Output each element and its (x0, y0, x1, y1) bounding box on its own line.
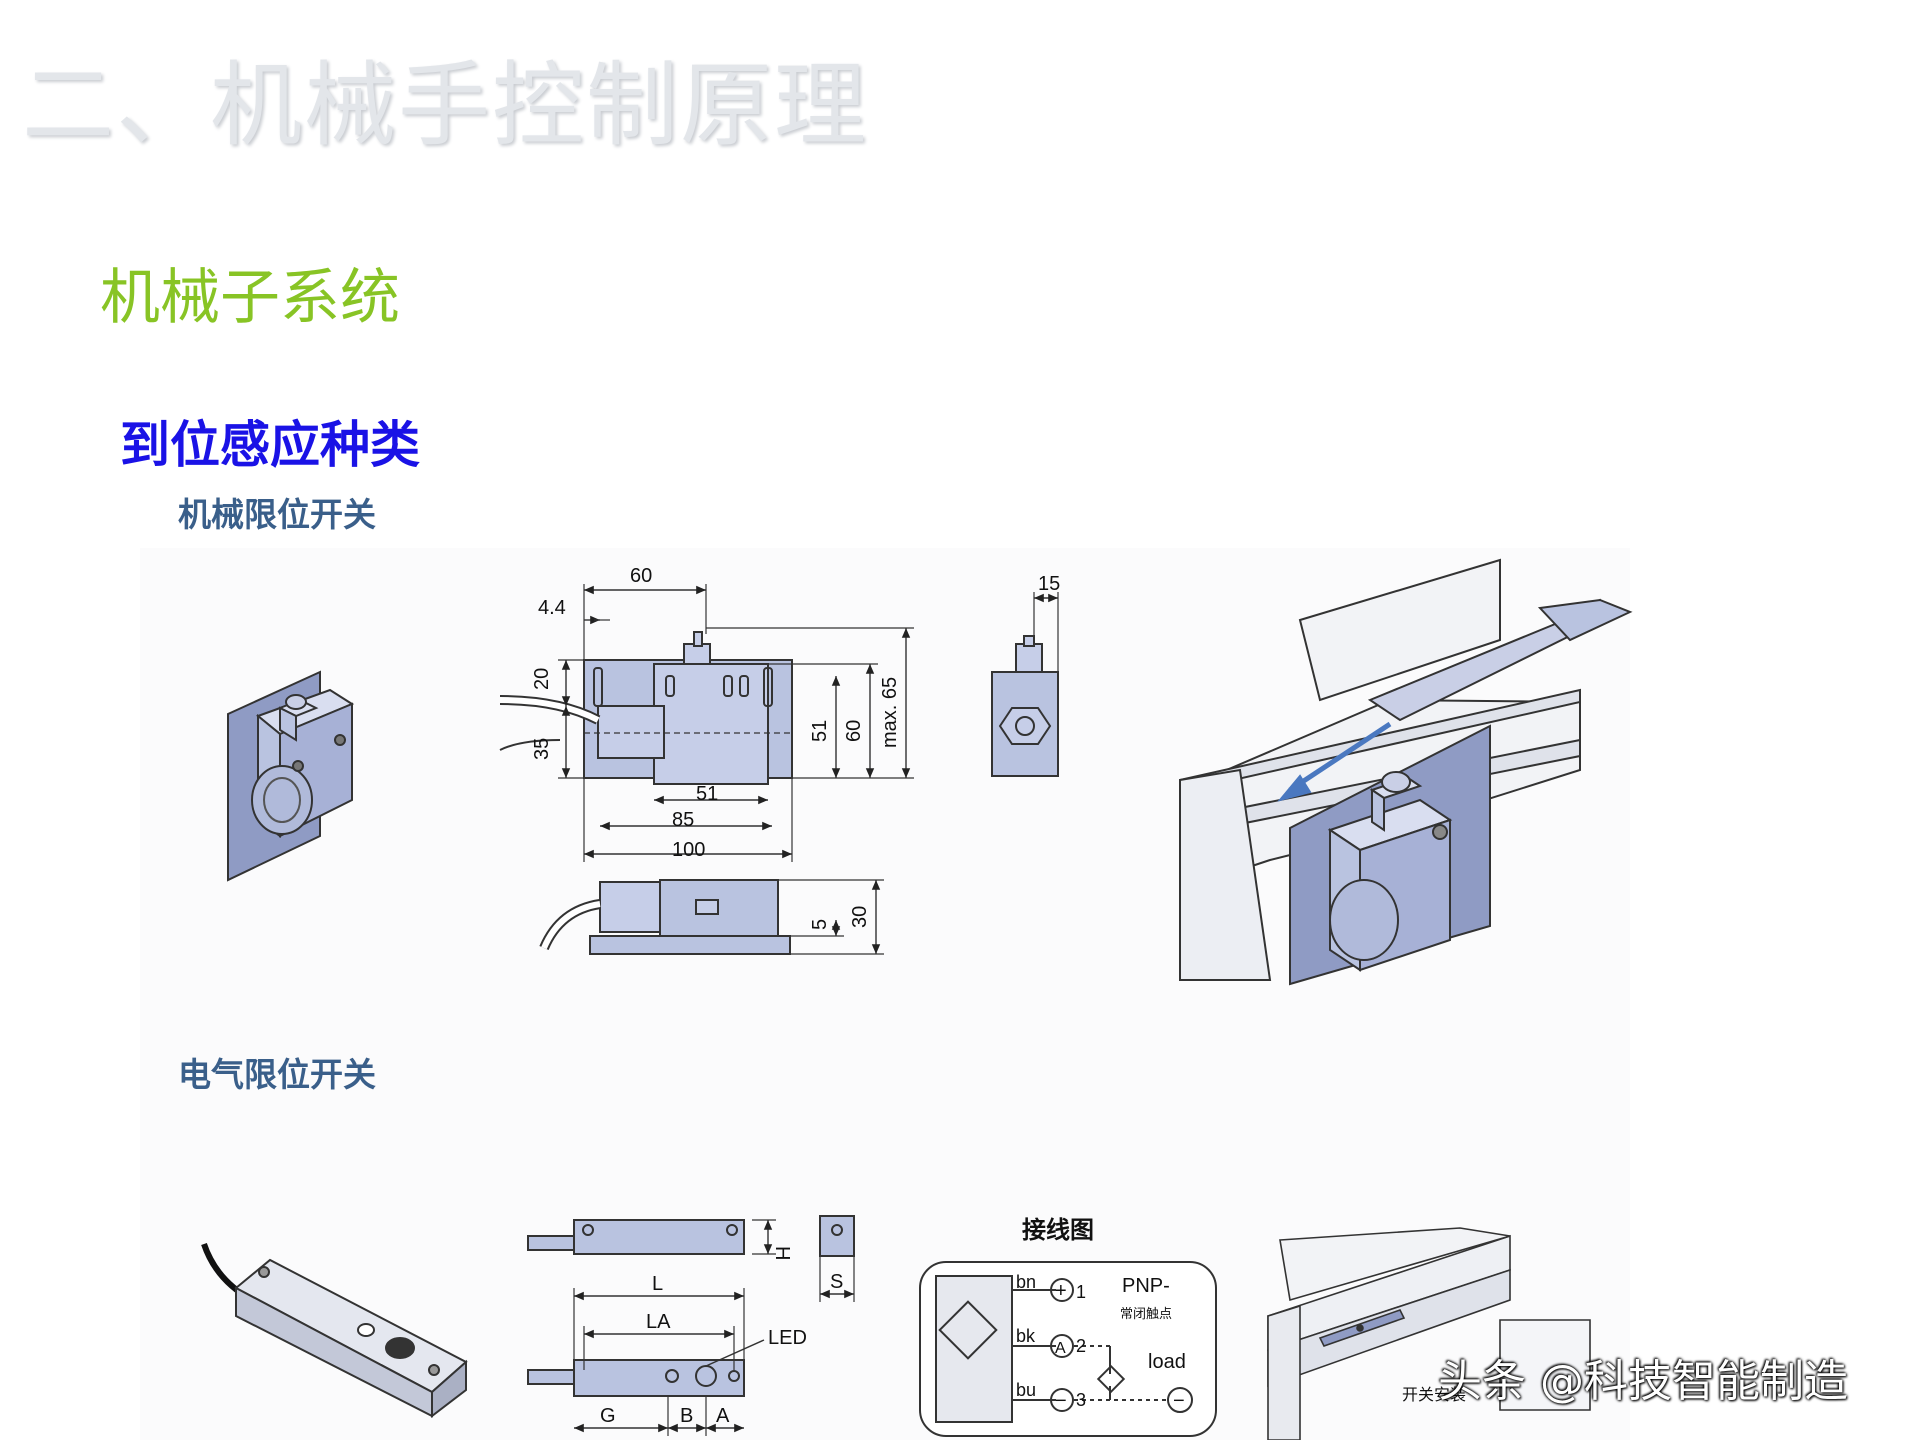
dim-100: 100 (672, 839, 705, 861)
wiring-diagram (919, 1261, 1217, 1437)
dim-15: 15 (1038, 573, 1060, 595)
dim-4-4: 4.4 (538, 597, 566, 619)
dim-85: 85 (672, 809, 694, 831)
pnp-label: PNP- (1122, 1275, 1170, 1297)
dim-20: 20 (531, 668, 553, 690)
dim-60-vertical: 60 (843, 720, 865, 742)
a-symbol: A (1055, 1340, 1066, 1357)
elec-install-illustration (1267, 1227, 1591, 1440)
dim-max-65: max. 65 (879, 677, 901, 748)
mechanical-limit-switch-label: 机械限位开关 (178, 495, 376, 534)
dim-L: L (652, 1273, 663, 1295)
elec-sensor-iso (201, 1243, 468, 1419)
dim-H: H (771, 1246, 793, 1260)
dim-5: 5 (809, 919, 831, 930)
load-label: load (1148, 1351, 1186, 1373)
wire-bn: bn (1016, 1272, 1036, 1292)
electrical-limit-switch-label: 电气限位开关 (178, 1055, 376, 1094)
contact-label: 常闭触点 (1120, 1306, 1172, 1321)
slide-title: 二、机械手控制原理 (22, 52, 869, 159)
mech-switch-iso (227, 670, 355, 882)
watermark: 头条 @科技智能制造 (1438, 1356, 1848, 1407)
install-caption: 开关安装 (1402, 1386, 1466, 1404)
load-minus-symbol: − (1173, 1390, 1185, 1412)
elec-dim-drawing (527, 1215, 855, 1436)
wire-bk: bk (1016, 1326, 1036, 1346)
section-title: 机械子系统 (100, 263, 400, 333)
plus-symbol: + (1055, 1280, 1067, 1302)
mech-front-view (499, 584, 914, 862)
dim-30: 30 (849, 906, 871, 928)
dim-S: S (830, 1271, 843, 1293)
terminal-2: 2 (1076, 1336, 1086, 1356)
mech-bottom-view (539, 879, 884, 955)
dim-A: A (716, 1405, 730, 1427)
dim-51: 51 (696, 783, 718, 805)
dim-LED: LED (768, 1327, 807, 1349)
dim-B: B (680, 1405, 693, 1427)
mech-install-illustration (1179, 558, 1633, 986)
minus-symbol: − (1055, 1390, 1067, 1412)
dim-60: 60 (630, 565, 652, 587)
dim-LA: LA (646, 1311, 671, 1333)
terminal-3: 3 (1076, 1390, 1086, 1410)
mech-side-view (991, 592, 1059, 777)
terminal-1: 1 (1076, 1282, 1086, 1302)
dim-35: 35 (531, 738, 553, 760)
mech-front-dimension-labels: 60 4.4 20 35 51 60 max. 65 51 85 100 (531, 565, 901, 861)
dim-G: G (600, 1405, 616, 1427)
wiring-title: 接线图 (1022, 1217, 1094, 1244)
wire-bu: bu (1016, 1380, 1036, 1400)
dim-51-vertical: 51 (809, 720, 831, 742)
elec-dimension-labels: H S L LA LED G B A (600, 1246, 843, 1427)
subsection-title: 到位感应种类 (120, 416, 420, 474)
wiring-labels: 接线图 bn bk bu + A − 1 2 3 PNP- 常闭触点 load … (1016, 1217, 1186, 1412)
